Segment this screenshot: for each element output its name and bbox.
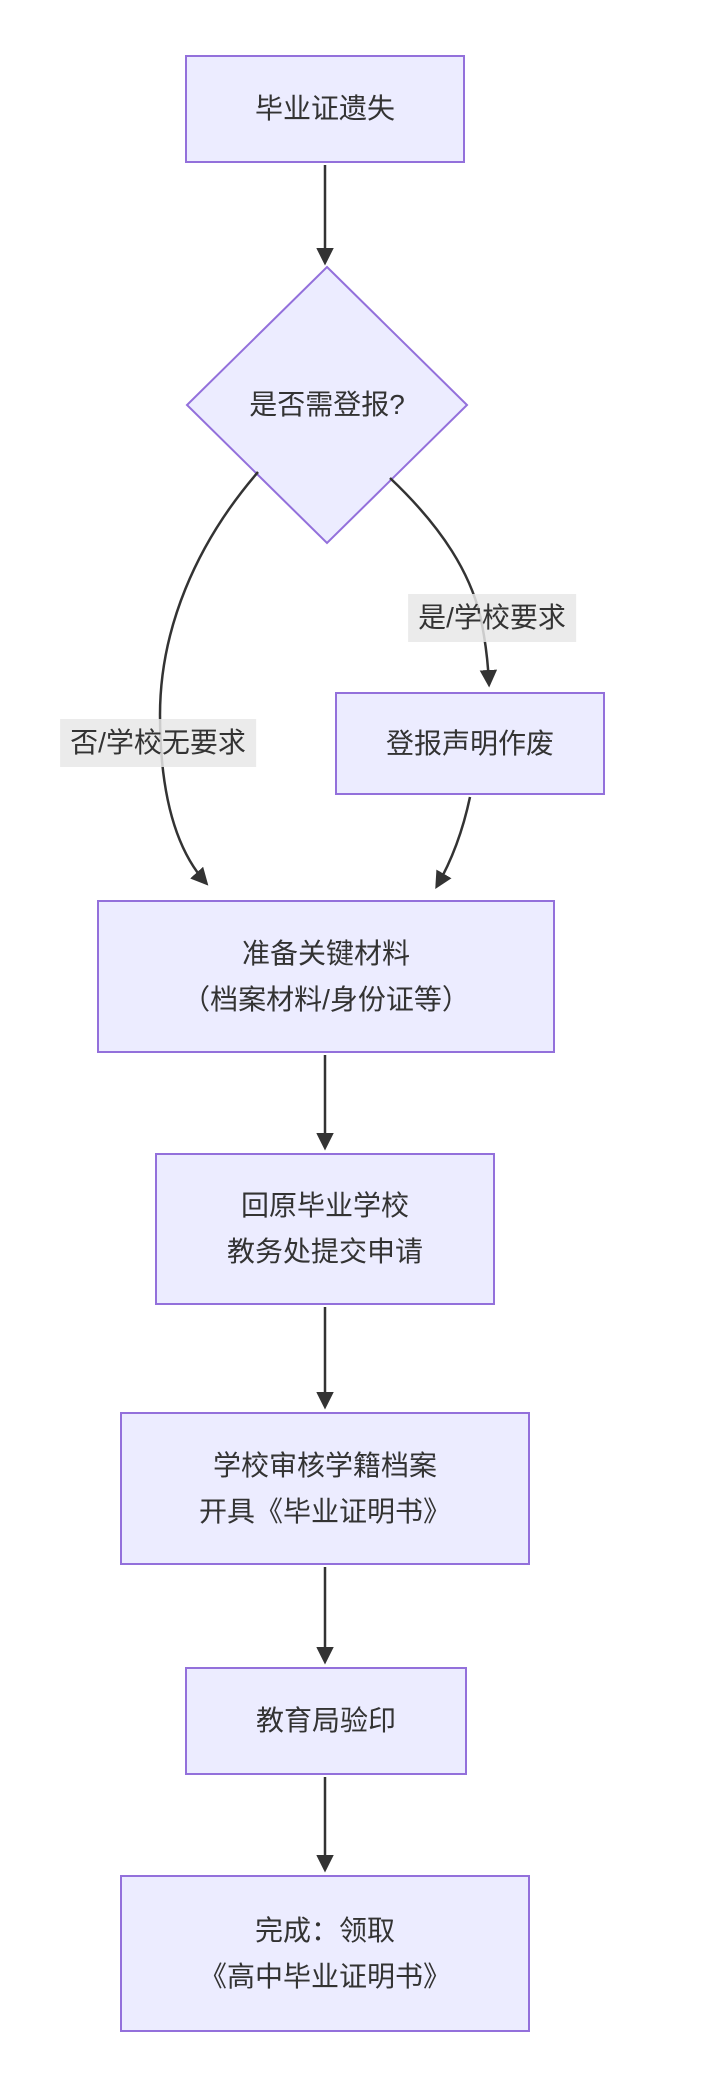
edge-label-no: 否/学校无要求	[60, 719, 256, 767]
node-done-line1: 完成：领取	[254, 1914, 395, 1946]
node-bureau: 教育局验印	[185, 1667, 467, 1775]
node-done: 完成：领取 《高中毕业证明书》	[120, 1875, 530, 2032]
edge-decision-yes-to-publish	[389, 477, 498, 688]
node-apply: 回原毕业学校 教务处提交申请	[155, 1153, 495, 1305]
node-publish-label: 登报声明作废	[385, 727, 554, 759]
node-done-line2: 《高中毕业证明书》	[198, 1960, 451, 1992]
node-materials-line2: （档案材料/身份证等）	[182, 983, 470, 1015]
node-start: 毕业证遗失	[185, 55, 465, 163]
node-materials: 准备关键材料 （档案材料/身份证等）	[97, 900, 555, 1053]
edge-label-yes: 是/学校要求	[408, 594, 576, 642]
node-start-label: 毕业证遗失	[254, 93, 395, 124]
node-apply-line1: 回原毕业学校	[240, 1190, 409, 1221]
node-review-line2: 开具《毕业证明书》	[198, 1495, 451, 1527]
edge-publish-to-materials	[435, 796, 472, 890]
node-review: 学校审核学籍档案 开具《毕业证明书》	[120, 1412, 530, 1565]
node-materials-line1: 准备关键材料	[241, 937, 410, 969]
node-publish: 登报声明作废	[335, 692, 605, 795]
node-apply-line2: 教务处提交申请	[226, 1236, 423, 1267]
node-review-line1: 学校审核学籍档案	[212, 1449, 437, 1481]
node-decision-label: 是否需登报?	[249, 389, 405, 420]
edge-decision-no-to-materials	[158, 471, 259, 886]
node-bureau-label: 教育局验印	[255, 1705, 396, 1736]
